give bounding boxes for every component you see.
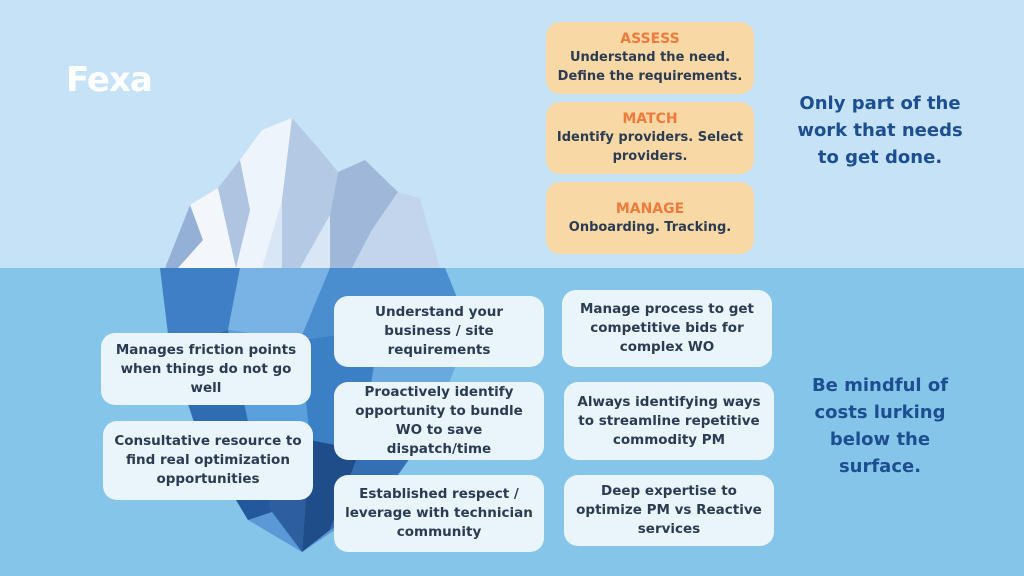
- assess-heading: ASSESS: [620, 31, 680, 47]
- match-body: Identify providers. Select providers.: [556, 130, 744, 164]
- above-water-note: Only part of the work that needs to get …: [797, 93, 963, 168]
- manage-heading: MANAGE: [615, 200, 685, 217]
- hidden-item-bundle-wo: Proactively identify opportunity to bund…: [334, 382, 544, 460]
- sky-background: [0, 0, 1024, 268]
- hidden-item-streamline-pm: Always identifying ways to streamline re…: [564, 382, 774, 460]
- iceberg-tip: [165, 118, 440, 268]
- match-step-box: MATCH Identify providers. Select provide…: [546, 102, 754, 174]
- hidden-item-technician-community: Established respect / leverage with tech…: [334, 475, 544, 552]
- hidden-item-competitive-bids: Manage process to get competitive bids f…: [562, 290, 772, 367]
- fexa-logo: Fexa: [66, 60, 153, 100]
- hidden-item-pm-vs-reactive: Deep expertise to optimize PM vs Reactiv…: [564, 475, 774, 546]
- manage-step-box: MANAGE Onboarding. Tracking.: [546, 182, 754, 254]
- below-water-note: Be mindful of costs lurking below the su…: [811, 375, 949, 477]
- match-heading: MATCH: [622, 111, 678, 127]
- hidden-item-business-requirements: Understand your business / site requirem…: [334, 296, 544, 367]
- assess-step-box: ASSESS Understand the need. Define the r…: [546, 22, 754, 94]
- hidden-item-friction-points: Manages friction points when things do n…: [101, 333, 311, 405]
- manage-body: Onboarding. Tracking.: [568, 219, 732, 235]
- assess-body: Understand the need. Define the requirem…: [557, 50, 743, 84]
- hidden-item-consultative-resource: Consultative resource to find real optim…: [103, 421, 313, 500]
